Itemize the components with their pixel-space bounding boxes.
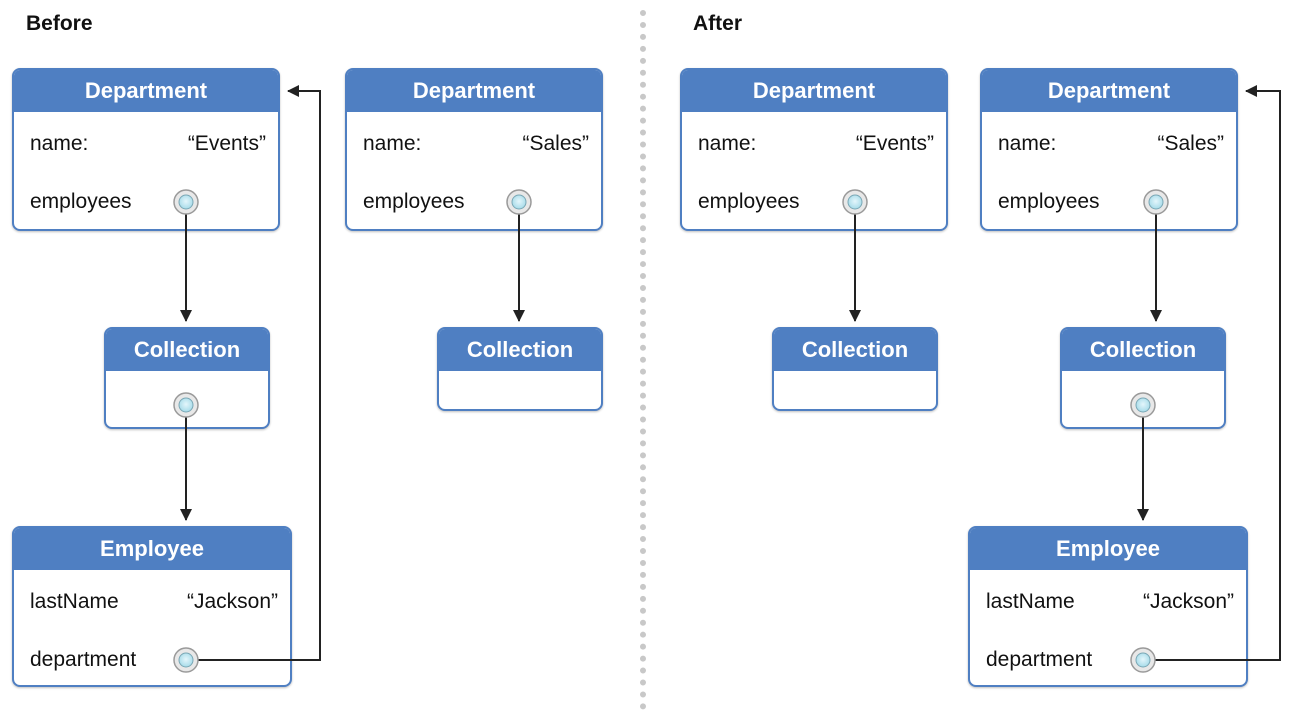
lastname-label: lastName	[30, 590, 119, 613]
before-department-events: Department name: “Events” employees	[12, 68, 280, 231]
name-value: “Events”	[187, 132, 266, 155]
after-department-events: Department name: “Events” employees	[680, 68, 948, 231]
box-header: Department	[982, 70, 1236, 112]
box-header: Employee	[970, 528, 1246, 570]
name-value: “Events”	[855, 132, 934, 155]
department-label: department	[986, 648, 1093, 671]
employees-label: employees	[30, 190, 132, 213]
lastname-value: “Jackson”	[186, 590, 278, 613]
after-employee: Employee lastName “Jackson” department	[968, 526, 1248, 687]
name-value: “Sales”	[1157, 132, 1224, 155]
name-label: name:	[998, 132, 1057, 155]
lastname-value: “Jackson”	[1142, 590, 1234, 613]
box-header: Collection	[439, 329, 601, 371]
name-label: name:	[30, 132, 89, 155]
lastname-label: lastName	[986, 590, 1075, 613]
name-value: “Sales”	[522, 132, 589, 155]
box-header: Collection	[106, 329, 268, 371]
after-title: After	[693, 12, 743, 35]
name-label: name:	[363, 132, 422, 155]
before-collection-sales: Collection	[437, 327, 603, 411]
after-collection-events: Collection	[772, 327, 938, 411]
before-department-sales: Department name: “Sales” employees	[345, 68, 603, 231]
box-header: Department	[682, 70, 946, 112]
before-employee: Employee lastName “Jackson” department	[12, 526, 292, 687]
department-label: department	[30, 648, 137, 671]
box-header: Collection	[774, 329, 936, 371]
box-header: Department	[347, 70, 601, 112]
name-label: name:	[698, 132, 757, 155]
box-header: Department	[14, 70, 278, 112]
box-header: Employee	[14, 528, 290, 570]
before-collection-events: Collection	[104, 327, 270, 429]
employees-label: employees	[363, 190, 465, 213]
after-department-sales: Department name: “Sales” employees	[980, 68, 1238, 231]
employees-label: employees	[698, 190, 800, 213]
box-header: Collection	[1062, 329, 1224, 371]
employees-label: employees	[998, 190, 1100, 213]
section-divider	[640, 10, 646, 710]
after-collection-sales: Collection	[1060, 327, 1226, 429]
before-title: Before	[26, 12, 93, 35]
